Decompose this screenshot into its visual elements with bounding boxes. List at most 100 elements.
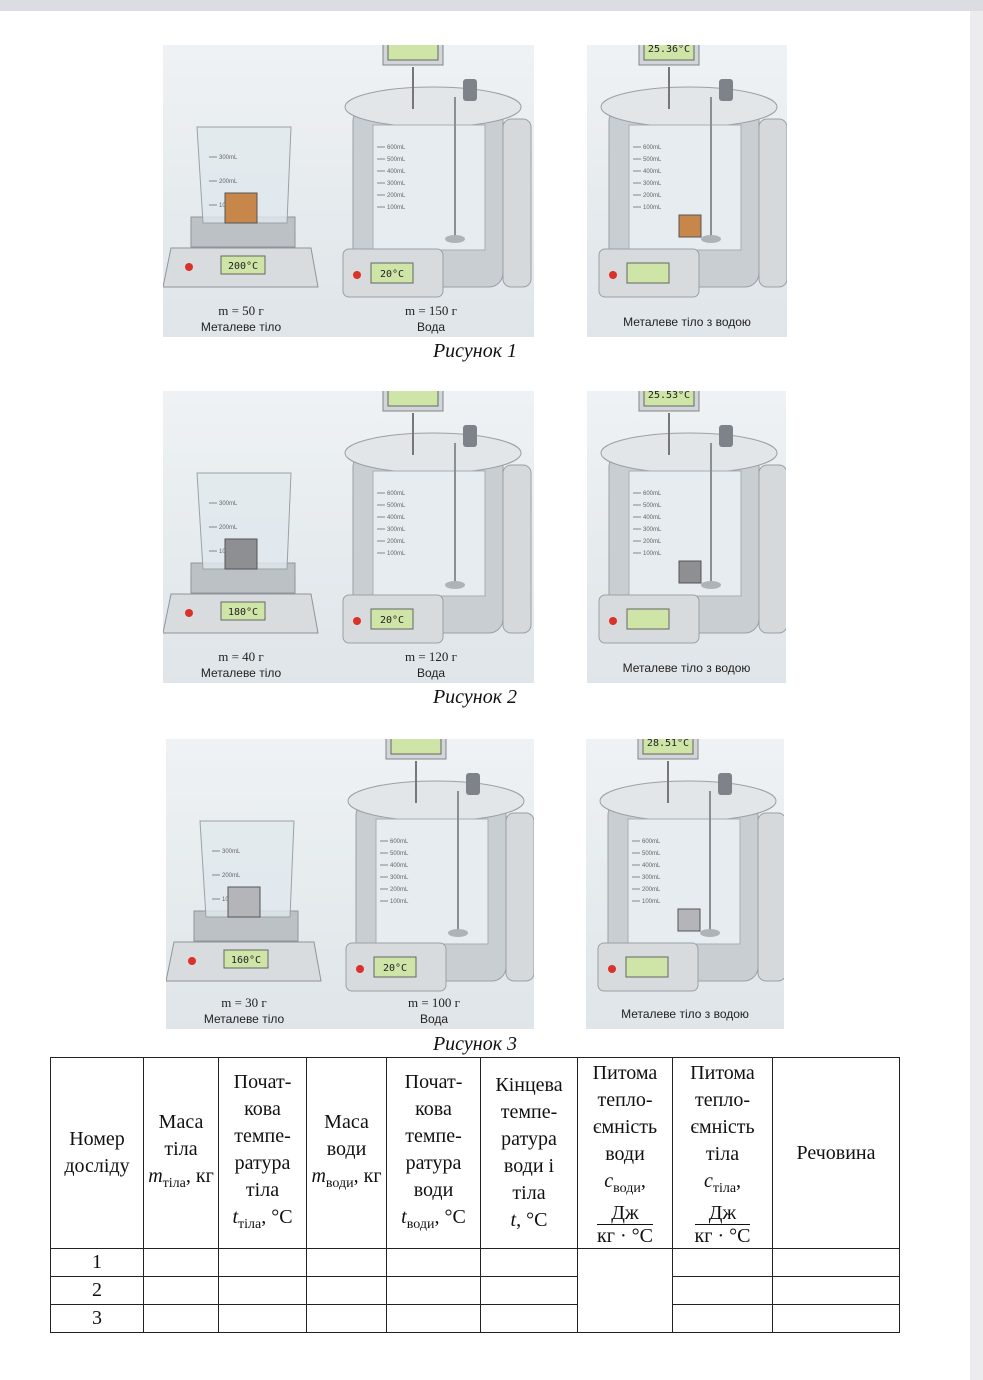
cell-final-temp[interactable] xyxy=(480,1276,578,1305)
thermometer-value: 25.36°C xyxy=(648,45,690,55)
scale-with-beaker: 160°C300mL200mL100mL xyxy=(166,820,322,982)
graduation-label: 100mL xyxy=(643,551,662,557)
graduation-label: 200mL xyxy=(387,193,406,199)
power-led-icon xyxy=(185,609,193,617)
metal-block-icon xyxy=(227,886,261,918)
cell-body-mass[interactable] xyxy=(143,1248,219,1277)
graduation-label: 200mL xyxy=(219,179,238,185)
scale-display-value: 180°C xyxy=(228,607,258,618)
figure-caption: Рисунок 1 xyxy=(432,340,518,362)
mixture-name-label: Металеве тіло з водою xyxy=(622,661,751,675)
water-mass-label: m = 120 г xyxy=(404,649,458,664)
graduation-label: 100mL xyxy=(643,205,662,211)
row-number: 2 xyxy=(50,1276,144,1305)
graduation-label: 100mL xyxy=(642,899,661,905)
metal-block-icon xyxy=(677,908,701,932)
graduation-label: 200mL xyxy=(643,539,662,545)
metal-block-icon xyxy=(224,192,258,224)
graduation-label: 300mL xyxy=(387,181,406,187)
thermometer-display xyxy=(643,391,695,407)
figure-3-left-panel: 160°C300mL200mL100mL600mL500mL400mL300mL… xyxy=(166,739,534,1029)
scale-with-beaker: 180°C300mL200mL100mL xyxy=(163,472,319,634)
water-mass-label: m = 100 г xyxy=(407,995,461,1010)
base-display-value: 20°C xyxy=(380,615,404,626)
thermometer-display xyxy=(643,45,695,61)
base-display xyxy=(625,956,669,978)
cell-body-temp[interactable] xyxy=(218,1248,307,1277)
cell-c-body[interactable] xyxy=(672,1304,773,1333)
row-number: 1 xyxy=(50,1248,144,1277)
power-led-icon xyxy=(609,271,617,279)
cell-body-mass[interactable] xyxy=(143,1276,219,1305)
cell-water-temp[interactable] xyxy=(386,1304,481,1333)
viewer-scrollbar[interactable] xyxy=(970,11,983,1380)
cell-body-mass[interactable] xyxy=(143,1304,219,1333)
graduation-label: 400mL xyxy=(390,863,409,869)
base-display xyxy=(370,262,414,284)
graduation-label: 300mL xyxy=(643,181,662,187)
cell-water-mass[interactable] xyxy=(306,1248,387,1277)
row-number: 3 xyxy=(50,1304,144,1333)
cell-c-body[interactable] xyxy=(672,1248,773,1277)
viewer-top-bar xyxy=(0,0,983,11)
graduation-label: 300mL xyxy=(222,849,241,855)
cell-body-temp[interactable] xyxy=(218,1276,307,1305)
base-display xyxy=(626,262,670,284)
cell-final-temp[interactable] xyxy=(480,1304,578,1333)
cell-c-water[interactable] xyxy=(577,1248,673,1333)
table-row: 2 xyxy=(50,1276,900,1305)
body-mass-label: m = 40 г xyxy=(218,649,264,664)
cell-substance[interactable] xyxy=(772,1276,900,1305)
graduation-label: 300mL xyxy=(219,155,238,161)
mixture-name-label: Металеве тіло з водою xyxy=(623,315,751,329)
cell-substance[interactable] xyxy=(772,1248,900,1277)
body-name-label: Металеве тіло xyxy=(200,320,282,334)
graduation-label: 200mL xyxy=(390,887,409,893)
cell-water-temp[interactable] xyxy=(386,1248,481,1277)
body-name-label: Металеве тіло xyxy=(203,1012,285,1026)
metal-block-icon xyxy=(678,214,702,238)
cell-body-temp[interactable] xyxy=(218,1304,307,1333)
graduation-label: 500mL xyxy=(387,503,406,509)
scale-with-beaker: 200°C300mL200mL100mL xyxy=(163,126,319,288)
thermometer-display xyxy=(387,45,439,61)
base-display xyxy=(370,608,414,630)
graduation-label: 500mL xyxy=(387,157,406,163)
graduation-label: 400mL xyxy=(643,515,662,521)
cell-water-mass[interactable] xyxy=(306,1276,387,1305)
body-name-label: Металеве тіло xyxy=(200,666,282,680)
cell-final-temp[interactable] xyxy=(480,1248,578,1277)
cell-c-body[interactable] xyxy=(672,1276,773,1305)
graduation-label: 500mL xyxy=(642,851,661,857)
figure-caption: Рисунок 2 xyxy=(432,686,518,708)
scale-display xyxy=(220,601,266,621)
graduation-label: 500mL xyxy=(390,851,409,857)
graduation-label: 300mL xyxy=(642,875,661,881)
graduation-label: 300mL xyxy=(390,875,409,881)
graduation-label: 600mL xyxy=(387,145,406,151)
water-name-label: Вода xyxy=(416,320,446,334)
power-led-icon xyxy=(188,957,196,965)
graduation-label: 200mL xyxy=(219,525,238,531)
graduation-label: 300mL xyxy=(387,527,406,533)
header-substance: Речовина xyxy=(772,1057,900,1249)
base-display xyxy=(626,608,670,630)
graduation-label: 200mL xyxy=(222,873,241,879)
graduation-label: 600mL xyxy=(643,491,662,497)
cell-water-mass[interactable] xyxy=(306,1304,387,1333)
power-led-icon xyxy=(353,617,361,625)
cell-substance[interactable] xyxy=(772,1304,900,1333)
graduation-label: 400mL xyxy=(642,863,661,869)
cell-water-temp[interactable] xyxy=(386,1276,481,1305)
